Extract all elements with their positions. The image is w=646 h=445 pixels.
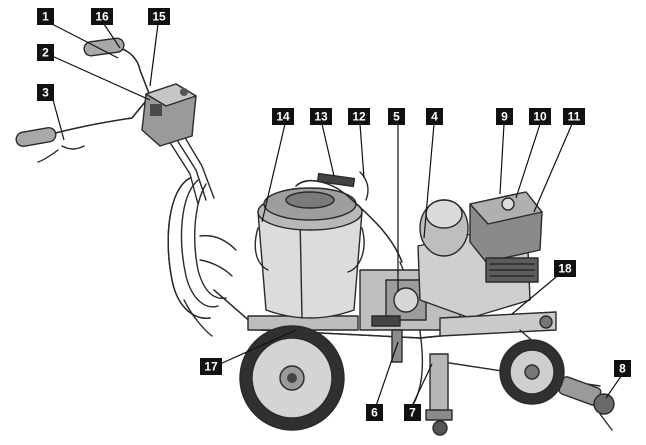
svg-text:2: 2 bbox=[42, 46, 49, 60]
callout-7: 7 bbox=[404, 404, 421, 421]
svg-text:10: 10 bbox=[533, 110, 547, 124]
callout-12: 12 bbox=[348, 108, 370, 125]
paint-hopper bbox=[254, 187, 365, 319]
svg-text:3: 3 bbox=[42, 86, 49, 100]
svg-text:6: 6 bbox=[371, 406, 378, 420]
spray-gun bbox=[558, 376, 615, 431]
callouts: 1 16 15 2 3 14 13 12 5 4 9 10 11 18 17 6… bbox=[37, 8, 631, 421]
callout-16: 16 bbox=[91, 8, 113, 25]
svg-text:12: 12 bbox=[352, 110, 366, 124]
callout-5: 5 bbox=[388, 108, 405, 125]
svg-text:4: 4 bbox=[431, 110, 438, 124]
callout-11: 11 bbox=[563, 108, 585, 125]
callout-18: 18 bbox=[554, 260, 576, 277]
svg-text:15: 15 bbox=[152, 10, 166, 24]
callout-4: 4 bbox=[426, 108, 443, 125]
svg-text:9: 9 bbox=[501, 110, 508, 124]
left-grip bbox=[15, 127, 57, 147]
svg-text:8: 8 bbox=[619, 362, 626, 376]
callout-6: 6 bbox=[366, 404, 383, 421]
svg-text:14: 14 bbox=[276, 110, 290, 124]
leader-lines bbox=[51, 23, 625, 407]
front-wheel bbox=[499, 339, 565, 405]
svg-text:13: 13 bbox=[314, 110, 328, 124]
svg-text:7: 7 bbox=[409, 406, 416, 420]
callout-17: 17 bbox=[200, 358, 222, 375]
callout-2: 2 bbox=[37, 44, 54, 61]
gas-engine bbox=[417, 191, 543, 319]
svg-text:5: 5 bbox=[393, 110, 400, 124]
callout-9: 9 bbox=[496, 108, 513, 125]
callout-10: 10 bbox=[529, 108, 551, 125]
front-caster bbox=[425, 353, 453, 436]
rear-wheel bbox=[239, 325, 345, 431]
right-grip bbox=[83, 37, 125, 57]
svg-text:11: 11 bbox=[568, 110, 581, 124]
svg-text:17: 17 bbox=[204, 360, 218, 374]
callout-13: 13 bbox=[310, 108, 332, 125]
callout-8: 8 bbox=[614, 360, 631, 377]
control-box bbox=[141, 83, 197, 147]
callout-15: 15 bbox=[148, 8, 170, 25]
svg-text:1: 1 bbox=[42, 10, 49, 24]
callout-14: 14 bbox=[272, 108, 294, 125]
callout-1: 1 bbox=[37, 8, 54, 25]
hose-coil bbox=[167, 177, 237, 337]
svg-text:18: 18 bbox=[558, 262, 572, 276]
svg-text:16: 16 bbox=[95, 10, 109, 24]
suction-hose bbox=[295, 171, 403, 263]
callout-3: 3 bbox=[37, 84, 54, 101]
